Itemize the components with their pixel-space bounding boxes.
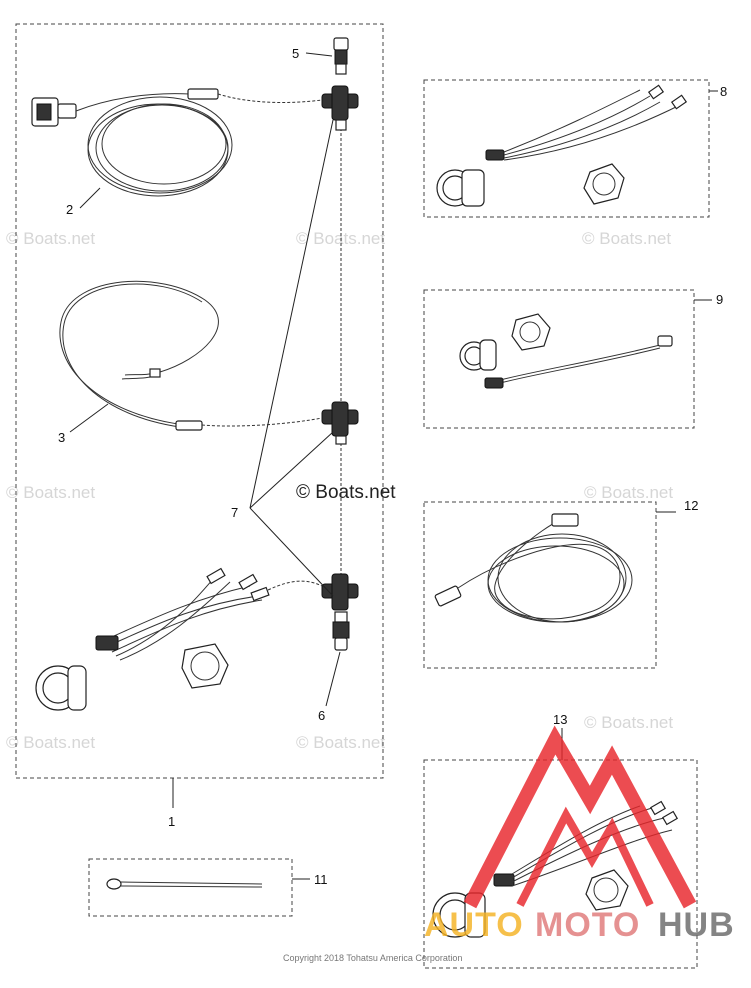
part-8-box <box>423 79 710 218</box>
watermark: © Boats.net <box>6 733 95 752</box>
callout-5: 5 <box>292 46 299 61</box>
callout-8: 8 <box>720 84 727 99</box>
automotohub-logo: AUTO MOTO HUB <box>424 725 735 944</box>
gauge-harness-assembly-1 <box>35 567 323 711</box>
watermark-center: © Boats.net <box>296 482 396 503</box>
callout-13: 13 <box>553 712 567 727</box>
part-12-cable <box>434 513 633 623</box>
t-connector-top <box>321 85 359 131</box>
leader-3 <box>69 403 109 433</box>
callout-numbers: 5 2 3 7 6 1 8 9 12 11 13 <box>58 46 727 887</box>
watermark: © Boats.net <box>584 713 673 732</box>
part-9-box <box>423 289 695 429</box>
part-11-box <box>88 858 293 917</box>
watermark: © Boats.net <box>6 229 95 248</box>
watermark: © Boats.net <box>296 733 385 752</box>
logo-text-hub: HUB <box>658 906 735 944</box>
part-8-gauge-kit <box>436 84 688 207</box>
watermarks: © Boats.net © Boats.net © Boats.net © Bo… <box>6 229 673 752</box>
callout-7-leaders <box>249 119 334 597</box>
callout-7: 7 <box>231 505 238 520</box>
assembly-1-box <box>15 23 384 779</box>
callout-6: 6 <box>318 708 325 723</box>
watermark: © Boats.net <box>582 229 671 248</box>
leader-2 <box>79 187 101 209</box>
logo-text-auto: AUTO <box>424 906 524 944</box>
part-2-harness <box>31 88 323 197</box>
part-9-gauge-kit <box>459 313 673 389</box>
part-11-cable-tie <box>106 878 263 890</box>
part-13-gauge-kit <box>432 800 679 938</box>
callout-9: 9 <box>716 292 723 307</box>
watermark: © Boats.net <box>6 483 95 502</box>
part-6-terminator <box>332 611 350 651</box>
t-connector-bottom <box>321 573 359 611</box>
part-3-cable <box>59 280 323 431</box>
copyright-text: Copyright 2018 Tohatsu America Corporati… <box>283 953 462 963</box>
t-connector-middle <box>321 401 359 445</box>
callout-2: 2 <box>66 202 73 217</box>
leader-6 <box>325 651 341 707</box>
leader-5 <box>305 52 333 57</box>
logo-inner-triangle-icon <box>516 806 654 907</box>
part-12-box <box>423 501 657 669</box>
logo-text-moto: MOTO <box>535 906 640 944</box>
logo-triangle-icon <box>463 725 697 909</box>
callout-3: 3 <box>58 430 65 445</box>
callout-11: 11 <box>314 872 328 887</box>
callout-1: 1 <box>168 814 175 829</box>
part-5-terminator <box>333 37 349 75</box>
watermark: © Boats.net <box>584 483 673 502</box>
callout-12: 12 <box>684 498 698 513</box>
